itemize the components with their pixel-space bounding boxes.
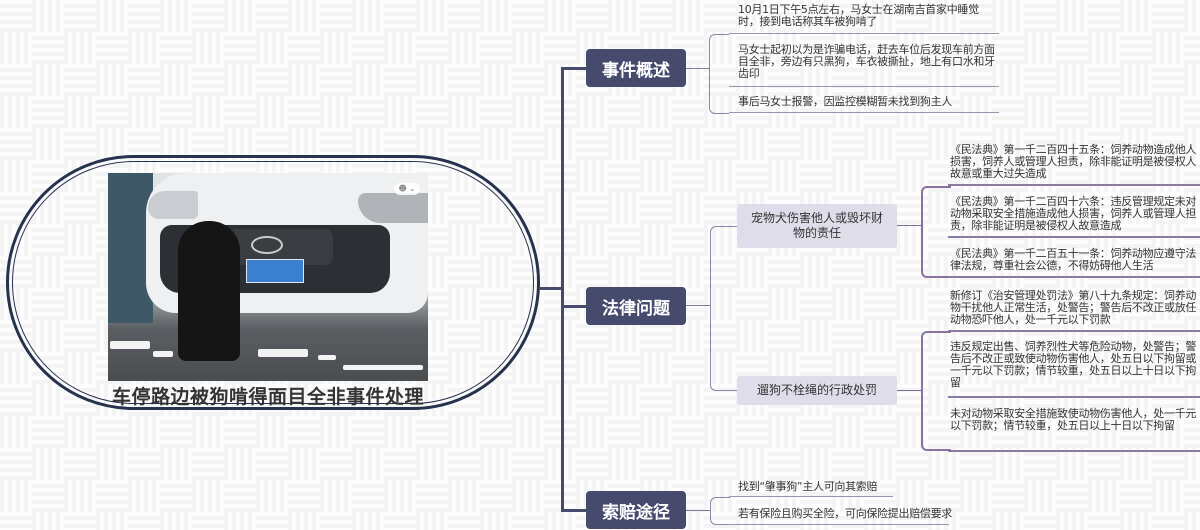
leaf-dangerous-animal: 违反规定出售、饲养烈性犬等危险动物，处警告；警告后不改正或致使动物伤害他人，处五…: [950, 340, 1197, 389]
leaf-underline: [948, 184, 1200, 186]
leaf-claim-insurance: 若有保险且购买全险，可向保险提出赔偿要求: [738, 507, 952, 520]
leaf-underline: [729, 524, 949, 525]
root-connector: [540, 287, 564, 290]
bracket: [709, 34, 729, 114]
sub-pet-liability[interactable]: 宠物犬伤害他人或毁坏财物的责任: [737, 204, 897, 248]
connector: [897, 225, 922, 226]
leaf-civil-code-1245: 《民法典》第一千二百四十五条：饲养动物造成他人损害，饲养人或管理人担责，除非能证…: [950, 143, 1197, 180]
photo-headlight-left: [148, 191, 198, 219]
leaf-underline: [948, 396, 1200, 398]
bracket: [710, 497, 730, 525]
leaf-event-3: 事后马女士报警，因监控模糊暂未找到狗主人: [738, 95, 952, 108]
photo-debris: [343, 365, 423, 370]
photo-debris: [318, 355, 336, 360]
leaf-underline: [948, 236, 1200, 238]
trunk-branch-3: [561, 509, 587, 512]
leaf-underline: [948, 330, 1200, 332]
leaf-underline: [729, 33, 999, 34]
trunk-line: [561, 68, 564, 510]
leaf-event-2: 马女士起初以为是诈骗电话，赶去车位后发现车前方面目全非，旁边有只黑狗，车衣被撕扯…: [738, 43, 995, 80]
leaf-underline: [948, 276, 1200, 278]
root-photo: ☻ ⌄: [108, 173, 428, 381]
leaf-underline: [729, 112, 999, 113]
trunk-branch-1: [561, 67, 587, 70]
leaf-underline: [948, 450, 1200, 452]
trunk-branch-2: [561, 305, 587, 308]
root-title: 车停路边被狗啃得面目全非事件处理: [111, 386, 424, 408]
connector: [686, 510, 710, 511]
leaf-civil-code-1246: 《民法典》第一千二百四十六条：违反管理规定未对动物采取安全措施造成他人损害，饲养…: [950, 195, 1197, 232]
connector: [897, 390, 922, 391]
bracket: [921, 331, 951, 451]
root-node-frame[interactable]: [6, 155, 540, 410]
leaf-no-safety-measures: 未对动物采取安全措施致使动物伤害他人，处一千元以下罚款；情节较重，处五日以上十日…: [950, 407, 1197, 432]
bracket: [921, 186, 951, 278]
photo-car-logo: [251, 236, 283, 254]
photo-debris: [258, 349, 308, 357]
branch-legal-issues[interactable]: 法律问题: [586, 287, 686, 325]
leaf-underline: [729, 86, 999, 87]
photo-license-plate: [246, 259, 304, 283]
photo-debris: [110, 341, 150, 349]
user-icon: ☻: [398, 184, 407, 193]
sub-leash-penalty[interactable]: 遛狗不栓绳的行政处罚: [737, 376, 897, 405]
photo-user-badge[interactable]: ☻ ⌄: [394, 183, 420, 195]
photo-dog: [178, 221, 240, 361]
connector: [686, 68, 710, 69]
connector: [686, 305, 710, 306]
leaf-civil-code-1251: 《民法典》第一千二百五十一条：饲养动物应遵守法律法规，尊重社会公德，不得妨碍他人…: [950, 247, 1197, 272]
bracket: [710, 226, 738, 391]
photo-debris: [153, 351, 173, 357]
photo-headlight-right: [358, 193, 428, 223]
leaf-event-1: 10月1日下午5点左右，马女士在湖南吉首家中睡觉时，接到电话称其车被狗啃了: [738, 3, 979, 28]
branch-event-overview[interactable]: 事件概述: [586, 49, 686, 87]
leaf-security-law-89: 新修订《治安管理处罚法》第八十九条规定：饲养动物干扰他人正常生活，处警告；警告后…: [950, 289, 1197, 326]
leaf-underline: [729, 496, 893, 497]
photo-left-car: [108, 173, 153, 323]
chevron-down-icon: ⌄: [408, 184, 416, 193]
branch-compensation[interactable]: 索赔途径: [586, 491, 686, 529]
leaf-claim-owner: 找到“肇事狗”主人可向其索赔: [738, 480, 878, 493]
